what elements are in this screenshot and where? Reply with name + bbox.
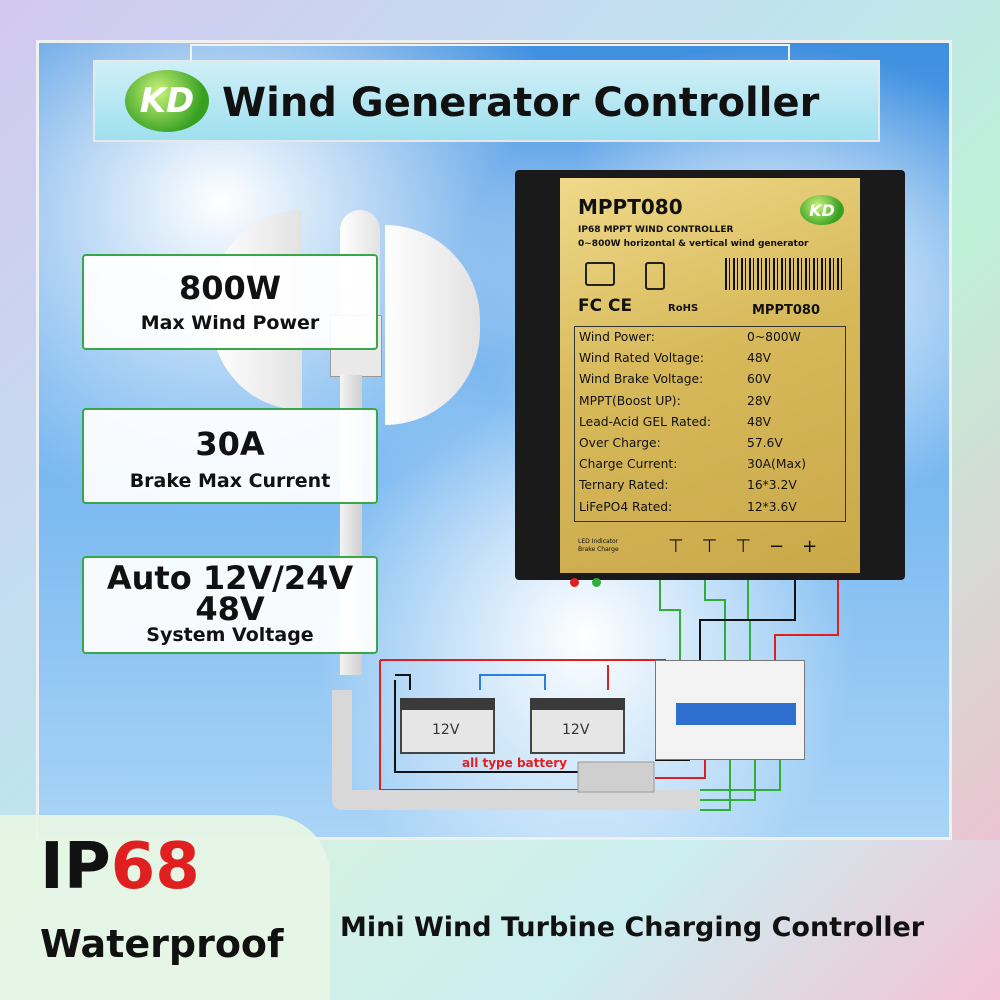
battery-top — [530, 698, 625, 710]
spec-table: Wind Power: 0~800W Wind Rated Voltage: 48V… — [574, 326, 846, 522]
led-red — [570, 578, 579, 587]
wire-green — [704, 580, 726, 665]
wire-black — [394, 680, 580, 773]
wire-green — [700, 760, 756, 801]
wire-red — [655, 760, 706, 779]
title-banner — [93, 60, 880, 142]
spec-row: LiFePO4 Rated: 12*3.6V — [575, 497, 845, 518]
spec-row: Ternary Rated: 16*3.2V — [575, 475, 845, 496]
spec-row: Wind Brake Voltage: 60V — [575, 369, 845, 390]
wire-blue — [479, 674, 546, 690]
certification-marks: FC CE RoHS — [578, 296, 698, 316]
spec-key: Wind Brake Voltage: — [579, 372, 704, 387]
battery-icon — [585, 262, 615, 286]
battery-label: 12V — [562, 722, 590, 738]
spec-key: Wind Rated Voltage: — [579, 351, 704, 366]
logo-text: KD — [139, 81, 195, 121]
ip-rating-card — [0, 815, 330, 1000]
page-title: Wind Generator Controller — [222, 80, 820, 126]
logo-text: KD — [809, 200, 835, 220]
cell-icon — [645, 262, 665, 290]
spec-value: 30A(Max) — [747, 457, 807, 472]
turbine-cable — [332, 690, 700, 810]
spec-value: 12*3.6V — [747, 499, 797, 514]
footer-caption: Mini Wind Turbine Charging Controller — [340, 912, 925, 943]
spec-value: 57.6V — [747, 435, 783, 450]
feature-label: Max Wind Power — [140, 312, 320, 334]
spec-row: Wind Rated Voltage: 48V — [575, 348, 845, 369]
feature-value-2: 48V — [195, 590, 265, 628]
spec-row: Charge Current: 30A(Max) — [575, 454, 845, 475]
spec-row: Over Charge: 57.6V — [575, 433, 845, 454]
barcode — [725, 258, 843, 290]
battery-1: 12V — [400, 698, 495, 754]
spec-value: 60V — [747, 372, 772, 387]
spec-key: Ternary Rated: — [579, 478, 669, 493]
fc-ce-marks: FC CE — [578, 296, 633, 316]
controller-model: MPPT080 — [578, 195, 683, 219]
feature-card-power: 800W Max Wind Power — [82, 254, 378, 350]
feature-label: Brake Max Current — [129, 470, 331, 492]
circuit-breaker — [655, 660, 805, 760]
led-label-2: Brake Charge — [578, 546, 619, 553]
terminal-symbols: ⊤⊤⊤−+ — [668, 536, 836, 557]
spec-value: 48V — [747, 414, 772, 429]
feature-value: 30A — [195, 425, 265, 463]
spec-row: Lead-Acid GEL Rated: 48V — [575, 412, 845, 433]
rohs-mark: RoHS — [668, 303, 699, 314]
wire-green — [659, 580, 681, 665]
breaker-switch — [676, 703, 796, 725]
cable-junction — [577, 761, 655, 793]
controller-logo: KD — [800, 195, 844, 225]
ip-number: 68 — [110, 830, 200, 904]
led-green — [592, 578, 601, 587]
feature-card-current: 30A Brake Max Current — [82, 408, 378, 504]
ip-prefix: IP — [40, 830, 111, 904]
controller-subtitle: IP68 MPPT WIND CONTROLLER — [578, 225, 734, 235]
ip-rating: IP68 — [40, 830, 200, 904]
spec-key: MPPT(Boost UP): — [579, 393, 681, 408]
wire-red — [774, 580, 839, 665]
wire-black — [699, 580, 796, 665]
spec-value: 0~800W — [747, 330, 801, 344]
controller-model-label: MPPT080 — [752, 303, 820, 318]
feature-value: 800W — [178, 269, 282, 307]
spec-key: Lead-Acid GEL Rated: — [579, 414, 711, 429]
controller-faceplate — [560, 178, 860, 573]
controller-subtitle-2: 0~800W horizontal & vertical wind genera… — [578, 239, 809, 249]
frame-line — [190, 44, 790, 60]
waterproof-label: Waterproof — [40, 922, 284, 966]
battery-2: 12V — [530, 698, 625, 754]
battery-label: 12V — [432, 722, 460, 738]
wire-green — [700, 760, 781, 791]
spec-row: MPPT(Boost UP): 28V — [575, 391, 845, 412]
battery-caption: all type battery — [462, 756, 568, 770]
feature-value: Auto 12V/24V — [106, 559, 354, 597]
led-indicator-label: LED Indicator Brake Charge — [578, 538, 619, 554]
battery-top — [400, 698, 495, 710]
spec-key: LiFePO4 Rated: — [579, 499, 673, 514]
feature-card-voltage: Auto 12V/24V 48V System Voltage — [82, 556, 378, 654]
spec-key: Over Charge: — [579, 435, 661, 450]
brand-logo: KD — [125, 70, 209, 132]
spec-value: 28V — [747, 393, 772, 408]
spec-value: 16*3.2V — [747, 478, 797, 493]
wire-green — [700, 760, 731, 811]
wire-green — [747, 580, 751, 665]
led-label-1: LED Indicator — [578, 538, 619, 545]
feature-label: System Voltage — [146, 624, 314, 646]
wire-red — [380, 659, 666, 665]
spec-row: Wind Power: 0~800W — [575, 327, 845, 348]
spec-value: 48V — [747, 351, 772, 366]
spec-key: Charge Current: — [579, 457, 678, 472]
wire-black — [395, 674, 411, 690]
spec-key: Wind Power: — [579, 330, 655, 344]
